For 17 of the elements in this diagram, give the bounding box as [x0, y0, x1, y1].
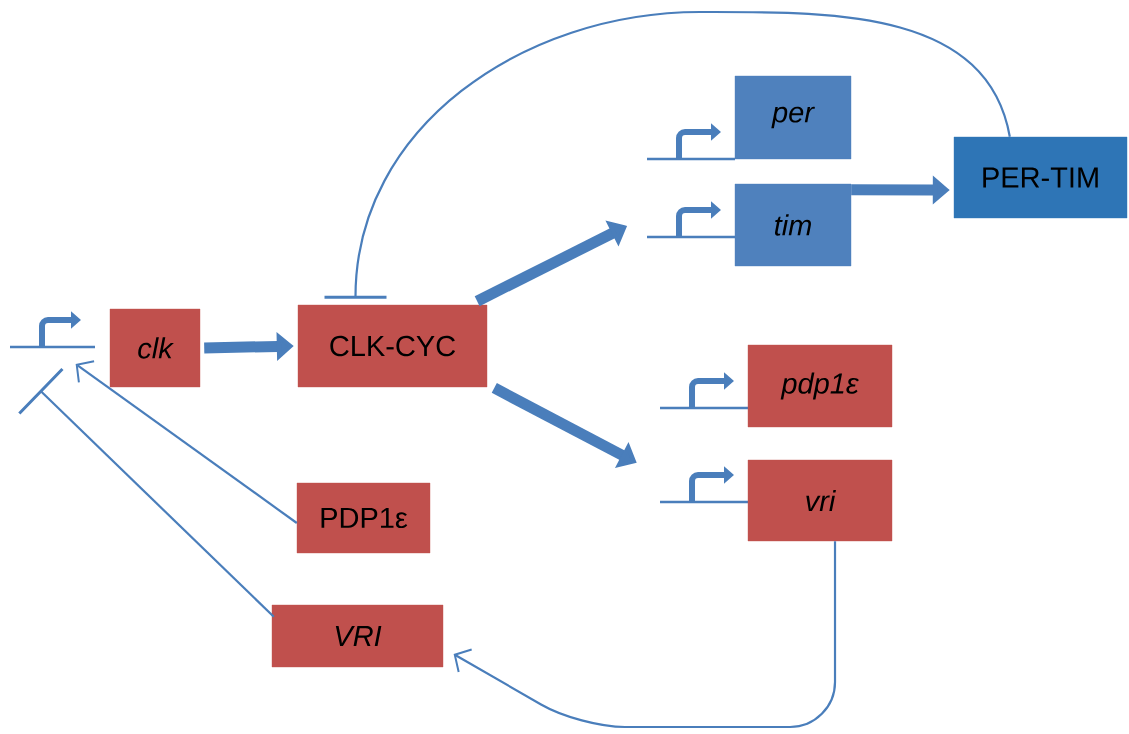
- promoter-drawing: [660, 372, 748, 410]
- gene-box: tim: [734, 183, 852, 267]
- gene-box: clk: [109, 308, 201, 388]
- gene-box: CLK-CYC: [297, 304, 488, 388]
- promoter-drawing: [647, 123, 735, 161]
- gene-box: pdp1ε: [747, 344, 893, 428]
- promoter-drawing: [647, 201, 735, 239]
- gene-box: PDP1ε: [296, 482, 431, 554]
- inhibition-line: [324, 10, 1011, 299]
- promoter-drawing: [10, 311, 95, 349]
- gene-box: VRI: [271, 604, 444, 668]
- gene-box: vri: [747, 459, 893, 542]
- arrow: [453, 541, 837, 729]
- gene-box: PER-TIM: [953, 136, 1128, 219]
- promoter-drawing: [660, 466, 748, 504]
- gene-box: per: [734, 75, 852, 160]
- arrow: [75, 360, 298, 524]
